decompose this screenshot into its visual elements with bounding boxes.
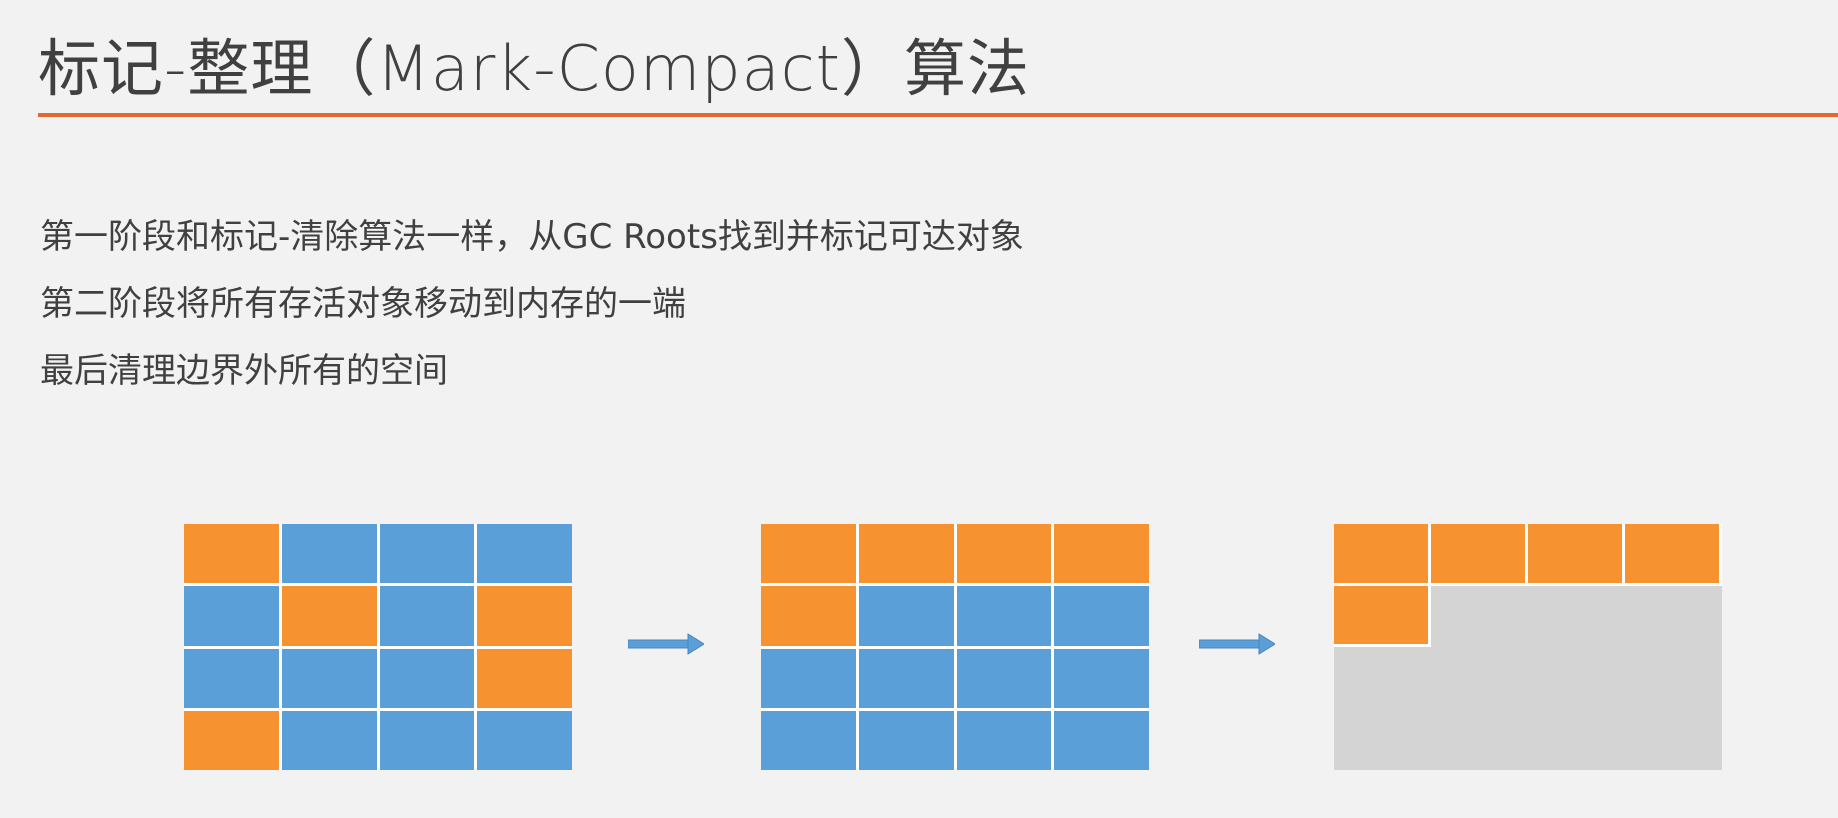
unreachable-object-cell (379, 648, 475, 708)
live-object-cell (477, 586, 572, 646)
live-object-cell (1054, 524, 1149, 584)
live-object-cell (858, 524, 954, 584)
unreachable-object-cell (1054, 586, 1149, 646)
free-space-cell (1528, 708, 1625, 770)
arrow-right-icon (628, 633, 704, 655)
unreachable-object-cell (379, 524, 475, 584)
memory-grid-before (184, 524, 572, 770)
unreachable-object-cell (858, 710, 954, 770)
unreachable-object-cell (956, 710, 1052, 770)
unreachable-object-cell (858, 586, 954, 646)
arrow-right-icon (1199, 633, 1275, 655)
live-object-cell (1528, 524, 1625, 586)
free-space-cell (1528, 585, 1625, 647)
live-object-cell (1431, 524, 1528, 586)
live-object-cell (281, 586, 377, 646)
unreachable-object-cell (1054, 710, 1149, 770)
free-space-cell (1334, 647, 1431, 709)
live-object-cell (1334, 585, 1431, 647)
free-space-cell (1431, 647, 1528, 709)
unreachable-object-cell (477, 710, 572, 770)
unreachable-object-cell (379, 710, 475, 770)
bullet-list: 第一阶段和标记-清除算法一样，从GC Roots找到并标记可达对象 第二阶段将所… (40, 204, 1024, 405)
free-space-cell (1625, 585, 1722, 647)
live-object-cell (477, 648, 572, 708)
unreachable-object-cell (281, 710, 377, 770)
free-space-cell (1528, 647, 1625, 709)
live-object-cell (956, 524, 1052, 584)
free-space-cell (1625, 708, 1722, 770)
bullet-cleanup: 最后清理边界外所有的空间 (40, 351, 448, 391)
unreachable-object-cell (761, 710, 856, 770)
unreachable-object-cell (477, 524, 572, 584)
unreachable-object-cell (956, 586, 1052, 646)
unreachable-object-cell (184, 648, 279, 708)
bullet-phase-two: 第二阶段将所有存活对象移动到内存的一端 (40, 284, 686, 324)
live-object-cell (761, 586, 856, 646)
free-space-cell (1334, 708, 1431, 770)
unreachable-object-cell (761, 648, 856, 708)
free-space-cell (1625, 647, 1722, 709)
unreachable-object-cell (379, 586, 475, 646)
slide-title: 标记-整理（Mark-Compact）算法 (38, 32, 1030, 105)
free-space-cell (1431, 708, 1528, 770)
unreachable-object-cell (1054, 648, 1149, 708)
unreachable-object-cell (858, 648, 954, 708)
free-space-cell (1431, 585, 1528, 647)
bullet-phase-one: 第一阶段和标记-清除算法一样，从GC Roots找到并标记可达对象 (40, 217, 1024, 257)
memory-grid-cleaned (1334, 524, 1722, 770)
title-underline (38, 113, 1838, 117)
unreachable-object-cell (184, 586, 279, 646)
unreachable-object-cell (956, 648, 1052, 708)
unreachable-object-cell (281, 648, 377, 708)
live-object-cell (184, 524, 279, 584)
live-object-cell (184, 710, 279, 770)
live-object-cell (1625, 524, 1722, 586)
live-object-cell (1334, 524, 1431, 586)
memory-grid-compacted (761, 524, 1149, 770)
unreachable-object-cell (281, 524, 377, 584)
live-object-cell (761, 524, 856, 584)
